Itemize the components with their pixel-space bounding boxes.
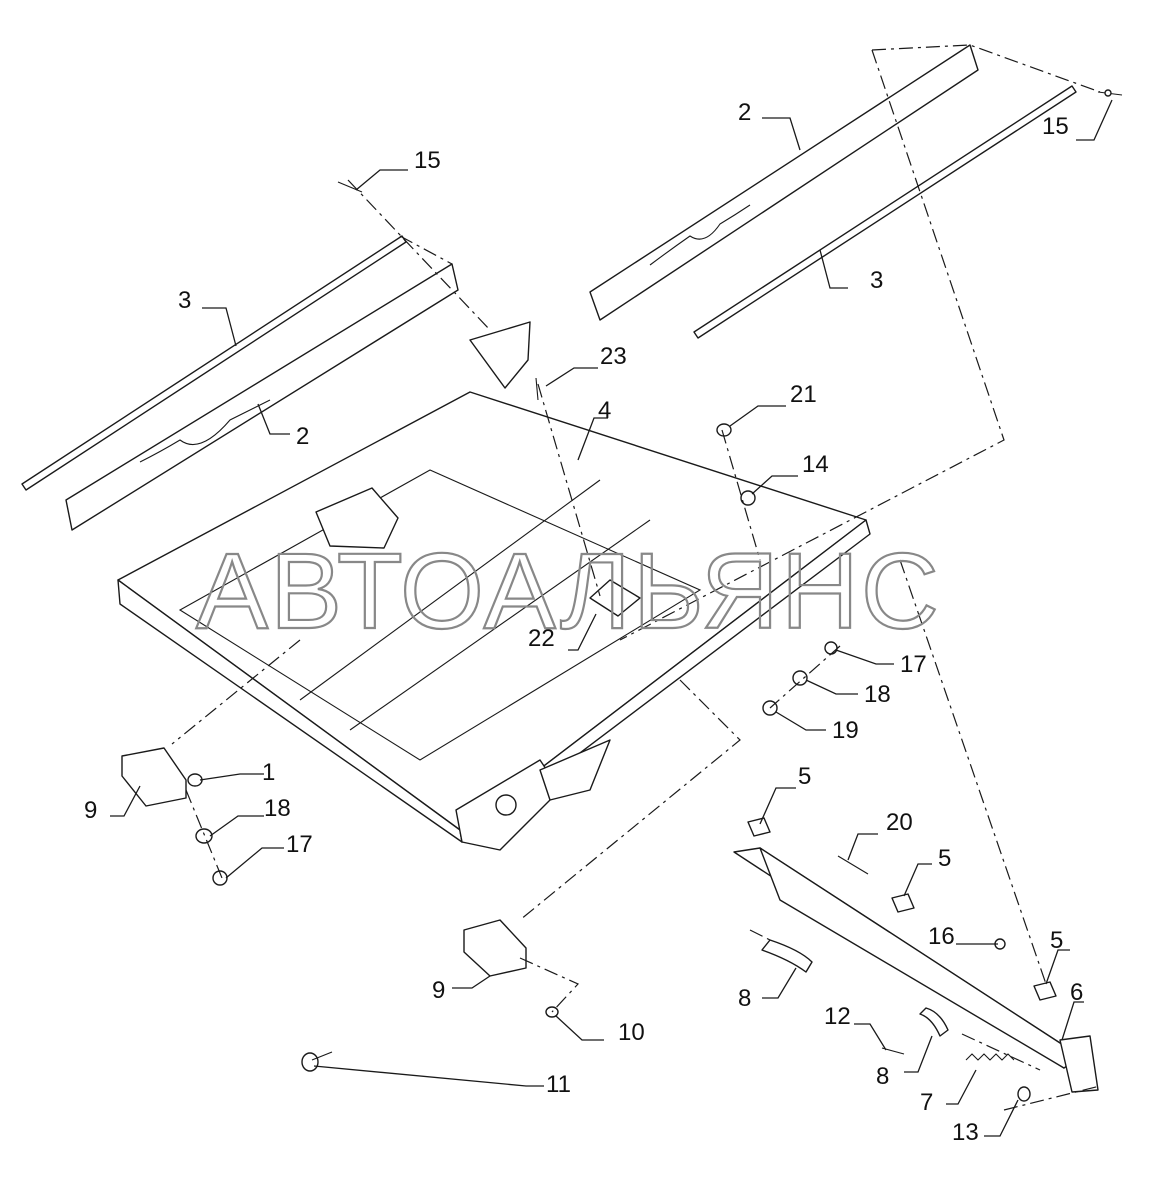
part-11-bolt bbox=[301, 1051, 333, 1072]
callout-18-right: 18 bbox=[864, 681, 891, 708]
part-6-tray bbox=[733, 847, 1099, 1093]
part-4-main-frame bbox=[117, 321, 871, 851]
part-9-lower-bracket bbox=[463, 919, 527, 977]
callout-11: 11 bbox=[546, 1071, 571, 1098]
callout-6: 6 bbox=[1070, 979, 1083, 1006]
callout-4: 4 bbox=[598, 397, 611, 424]
callout-7: 7 bbox=[920, 1089, 933, 1116]
callout-15-left: 15 bbox=[414, 147, 441, 174]
part-8-rod-b bbox=[919, 1007, 949, 1037]
part-9-left-bracket bbox=[121, 747, 187, 807]
callout-20: 20 bbox=[886, 809, 913, 836]
part-5-hinge-b bbox=[891, 893, 915, 913]
callout-5-c: 5 bbox=[1050, 927, 1063, 954]
leader-lines bbox=[110, 99, 1113, 1137]
callout-18-left: 18 bbox=[264, 795, 291, 822]
part-7-spring bbox=[965, 1053, 1015, 1061]
part-13-bushing bbox=[1017, 1086, 1031, 1102]
part-3-left-rod bbox=[21, 235, 407, 491]
part-8-rod-a bbox=[761, 939, 813, 973]
assembly-lines bbox=[171, 44, 1101, 1111]
callout-12: 12 bbox=[824, 1003, 851, 1030]
part-5-hinge-a bbox=[747, 817, 771, 837]
part-15-right-pin bbox=[1097, 89, 1123, 97]
callout-8-a: 8 bbox=[738, 985, 751, 1012]
callout-14: 14 bbox=[802, 451, 829, 478]
callout-13: 13 bbox=[952, 1119, 979, 1146]
callouts: 15 15 2 2 3 3 23 4 21 14 22 17 18 19 1 9… bbox=[84, 99, 1083, 1146]
part-22-plate bbox=[589, 579, 641, 617]
part-2-right-strip bbox=[589, 44, 979, 321]
callout-21: 21 bbox=[790, 381, 817, 408]
part-18-washer-left bbox=[195, 828, 213, 844]
part-18-washer-right bbox=[792, 670, 808, 686]
callout-17-right: 17 bbox=[900, 651, 927, 678]
part-20-pin bbox=[837, 855, 869, 875]
callout-5-b: 5 bbox=[938, 845, 951, 872]
part-1-washer bbox=[187, 773, 203, 787]
part-14-nut bbox=[740, 490, 756, 506]
callout-2-left: 2 bbox=[296, 423, 309, 450]
part-3-right-rod bbox=[693, 85, 1077, 339]
callout-3-right: 3 bbox=[870, 267, 883, 294]
part-15-left-pin bbox=[337, 181, 363, 193]
part-23-bolt bbox=[535, 377, 539, 401]
callout-9-lower: 9 bbox=[432, 977, 445, 1004]
callout-5-a: 5 bbox=[798, 763, 811, 790]
callout-22: 22 bbox=[528, 625, 555, 652]
part-21-washer bbox=[716, 423, 732, 437]
callout-17-left: 17 bbox=[286, 831, 313, 858]
callout-3-left: 3 bbox=[178, 287, 191, 314]
callout-15-right: 15 bbox=[1042, 113, 1069, 140]
callout-10: 10 bbox=[618, 1019, 645, 1046]
watermark-text: АВТОАЛЬЯНС bbox=[196, 530, 941, 651]
callout-16: 16 bbox=[928, 923, 955, 950]
callout-19: 19 bbox=[832, 717, 859, 744]
callout-1: 1 bbox=[262, 759, 275, 786]
callout-2-right: 2 bbox=[738, 99, 751, 126]
part-2-left-strip bbox=[65, 263, 459, 531]
callout-23: 23 bbox=[600, 343, 627, 370]
callout-9-left: 9 bbox=[84, 797, 97, 824]
callout-8-b: 8 bbox=[876, 1063, 889, 1090]
part-5-hinge-c bbox=[1033, 981, 1057, 1001]
